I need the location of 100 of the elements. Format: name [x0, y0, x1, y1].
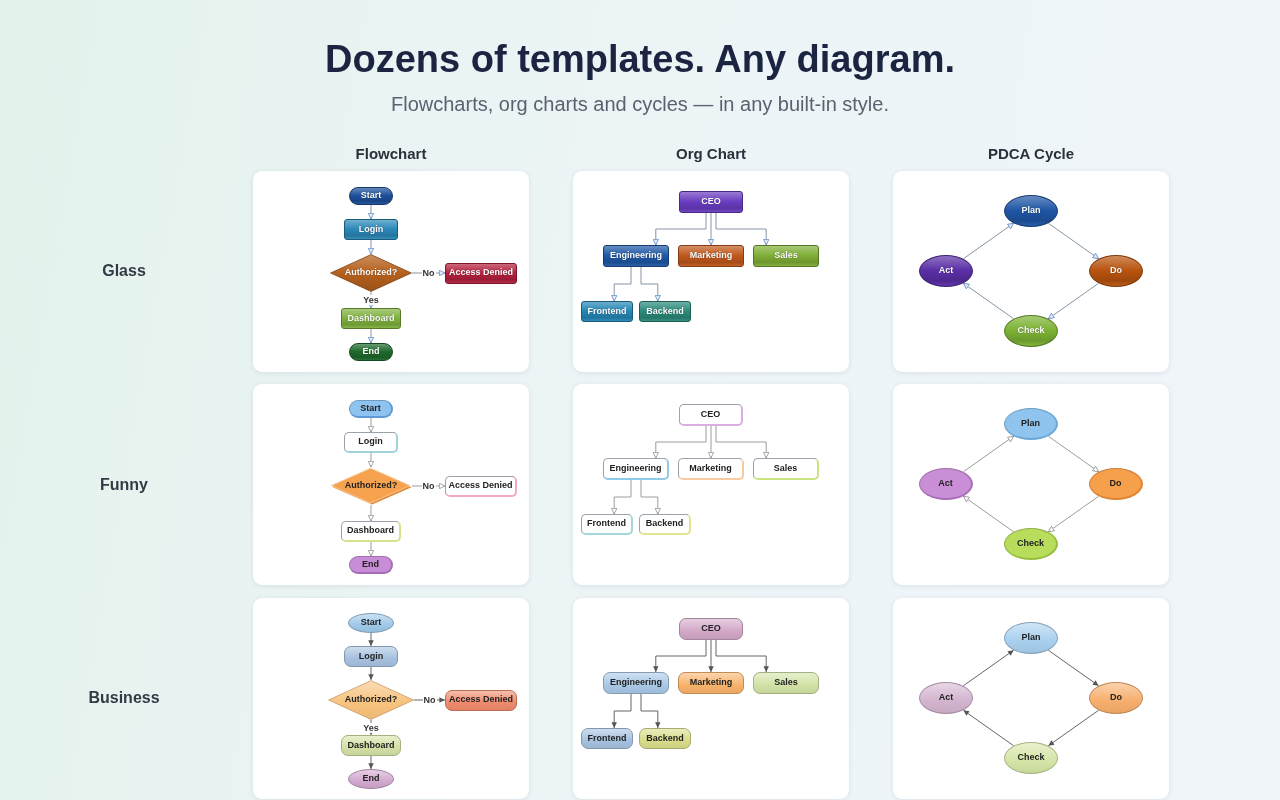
arrow — [715, 639, 769, 673]
process-box: Dashboard — [341, 735, 401, 756]
column-heading: Org Chart — [676, 145, 746, 163]
cycle-ellipse: Plan — [1004, 622, 1058, 654]
org-box: Backend — [639, 514, 691, 535]
cycle-ellipse: Check — [1004, 742, 1058, 774]
template-card — [573, 384, 849, 585]
terminal-pill: End — [349, 556, 393, 574]
arrow — [962, 222, 1015, 260]
process-box: Dashboard — [341, 308, 401, 329]
edge-label: Yes — [362, 294, 380, 306]
arrow — [611, 266, 632, 302]
arrow — [962, 649, 1015, 687]
decision-diamond: Authorized? — [328, 680, 414, 720]
cycle-ellipse: Check — [1004, 528, 1058, 560]
arrow — [640, 693, 661, 729]
org-box: Engineering — [603, 245, 669, 267]
arrow — [368, 632, 374, 647]
org-box: Frontend — [581, 728, 633, 749]
cycle-ellipse: Do — [1089, 682, 1143, 714]
template-card — [253, 598, 529, 799]
arrow — [367, 204, 375, 220]
arrow — [367, 328, 375, 344]
arrow — [962, 709, 1015, 747]
arrow — [715, 212, 770, 246]
process-box: Login — [344, 219, 398, 240]
org-box: Frontend — [581, 514, 633, 535]
terminal-pill: Start — [349, 400, 393, 418]
arrow — [1047, 435, 1100, 473]
org-box: CEO — [679, 404, 743, 426]
terminal-pill: Start — [349, 187, 393, 205]
org-box: Sales — [753, 458, 819, 480]
cycle-ellipse: Act — [919, 468, 973, 500]
arrow — [611, 479, 632, 515]
column-heading: Flowchart — [355, 145, 427, 163]
terminal-oval: End — [348, 769, 394, 789]
arrow — [962, 282, 1015, 320]
arrow — [962, 495, 1015, 533]
terminal-oval: Start — [348, 613, 394, 633]
cycle-ellipse: Do — [1089, 468, 1143, 500]
arrow — [708, 639, 714, 673]
arrow — [652, 212, 707, 246]
org-box: CEO — [679, 191, 743, 213]
row-heading: Funny — [100, 475, 148, 495]
row-heading: Business — [88, 688, 160, 708]
arrow — [1047, 495, 1100, 533]
org-box: Frontend — [581, 301, 633, 322]
cycle-ellipse: Plan — [1004, 408, 1058, 440]
org-box: Engineering — [603, 458, 669, 480]
cycle-ellipse: Check — [1004, 315, 1058, 347]
org-box: Backend — [639, 301, 691, 322]
page-title: Dozens of templates. Any diagram. — [325, 38, 955, 82]
process-box: Login — [344, 432, 398, 453]
org-box: Marketing — [678, 672, 744, 694]
arrow — [1047, 649, 1100, 687]
template-card — [893, 598, 1169, 799]
arrow — [367, 239, 375, 255]
column-heading: PDCA Cycle — [987, 145, 1075, 163]
cycle-ellipse: Act — [919, 682, 973, 714]
cycle-ellipse: Act — [919, 255, 973, 287]
process-box: Dashboard — [341, 521, 401, 542]
arrow — [707, 212, 715, 246]
arrow — [653, 639, 707, 673]
decision-diamond: Authorized? — [330, 467, 412, 505]
edge-label: No — [421, 480, 436, 492]
terminal-pill: End — [349, 343, 393, 361]
arrow — [707, 425, 715, 459]
arrow — [1047, 709, 1100, 747]
template-card — [893, 384, 1169, 585]
org-box: Engineering — [603, 672, 669, 694]
org-box: Sales — [753, 672, 819, 694]
arrow — [640, 479, 661, 515]
edge-label: Yes — [362, 722, 380, 733]
org-box: Marketing — [678, 458, 744, 480]
arrow — [367, 417, 375, 433]
template-card — [253, 171, 529, 372]
org-box: Marketing — [678, 245, 744, 267]
arrow — [962, 435, 1015, 473]
arrow — [1047, 222, 1100, 260]
row-heading: Glass — [102, 261, 146, 281]
process-box: Access Denied — [445, 689, 517, 711]
edge-label: No — [421, 267, 436, 279]
process-box: Login — [344, 646, 398, 667]
template-card — [893, 171, 1169, 372]
edge-label: No — [422, 694, 437, 706]
org-box: Sales — [753, 245, 819, 267]
arrow — [611, 693, 632, 729]
arrow — [640, 266, 661, 302]
process-box: Access Denied — [445, 475, 517, 497]
subtitle: Flowcharts, org charts and cycles — in any built-in style. — [391, 92, 889, 116]
process-box: Access Denied — [445, 262, 517, 284]
arrow — [368, 755, 374, 770]
cycle-ellipse: Plan — [1004, 195, 1058, 227]
arrow — [367, 541, 375, 557]
arrow — [715, 425, 770, 459]
arrow — [367, 504, 375, 522]
cycle-ellipse: Do — [1089, 255, 1143, 287]
arrow — [367, 452, 375, 468]
arrow — [1047, 282, 1100, 320]
org-box: Backend — [639, 728, 691, 749]
